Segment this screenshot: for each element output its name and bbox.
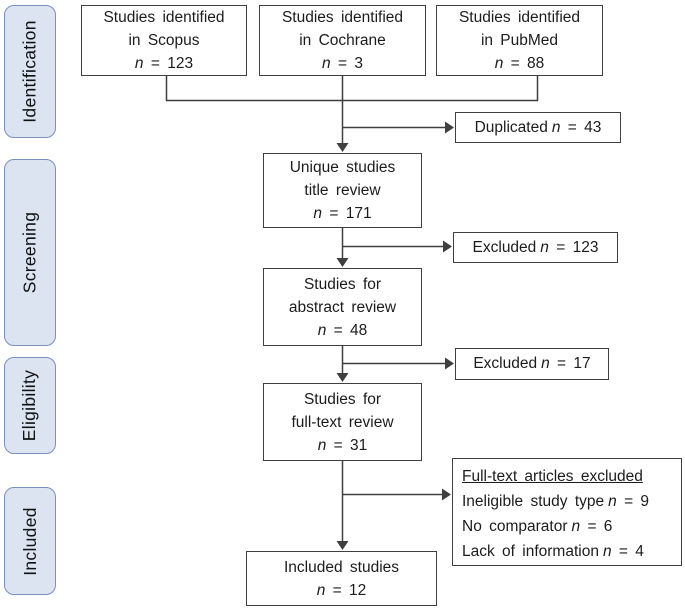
stage-screening: Screening — [4, 159, 56, 346]
stage-eligibility: Eligibility — [4, 357, 56, 454]
box-included-line1: Included studies — [283, 558, 400, 576]
box-identified-cochrane-line1: Studies identified — [281, 9, 404, 26]
box-identified-pubmed-count: n = 88 — [494, 55, 545, 72]
box-identified-scopus-line1: Studies identified — [103, 9, 225, 26]
box-unique-line1: Unique studies — [289, 159, 396, 176]
box-identified-scopus-count: n = 123 — [134, 55, 194, 72]
box-unique-title-review: Unique studies title review n = 171 — [263, 153, 422, 228]
box-unique-line2: title review — [304, 182, 381, 199]
box-fulltext-review: Studies for full-text review n = 31 — [263, 383, 422, 461]
box-identified-cochrane-count: n = 3 — [322, 55, 363, 72]
box-fulltext-excluded: Full-text articles excluded Ineligible s… — [452, 458, 682, 566]
box-included-studies: Included studies n = 12 — [246, 551, 437, 606]
stage-identification-label: Identification — [19, 20, 40, 123]
box-abstract-line2: abstract review — [288, 298, 397, 316]
box-fulltext-line2: full-text review — [291, 413, 394, 431]
box-identified-pubmed-line1: Studies identified — [458, 9, 581, 26]
stage-identification: Identification — [4, 5, 56, 138]
box-included-count: n = 12 — [316, 581, 367, 599]
stage-screening-label: Screening — [19, 211, 40, 294]
box-identified-pubmed-line2: in PubMed — [480, 32, 559, 49]
stage-included: Included — [4, 487, 56, 595]
box-identified-scopus-line2: in Scopus — [128, 32, 200, 49]
box-fulltext-excluded-title: Full-text articles excluded — [462, 468, 643, 485]
box-unique-count: n = 171 — [313, 205, 372, 222]
box-identified-pubmed: Studies identified in PubMed n = 88 — [436, 5, 603, 76]
stage-eligibility-label: Eligibility — [19, 369, 40, 442]
box-identified-cochrane-line2: in Cochrane — [299, 32, 386, 49]
box-identified-scopus: Studies identified in Scopus n = 123 — [81, 5, 247, 76]
box-identified-cochrane: Studies identified in Cochrane n = 3 — [259, 5, 426, 76]
box-abstract-count: n = 48 — [317, 321, 368, 339]
box-fulltext-count: n = 31 — [317, 436, 368, 454]
box-fulltext-line1: Studies for — [303, 390, 382, 408]
box-abstract-review: Studies for abstract review n = 48 — [263, 268, 422, 346]
stage-included-label: Included — [19, 506, 40, 576]
box-abstract-line1: Studies for — [303, 275, 382, 293]
